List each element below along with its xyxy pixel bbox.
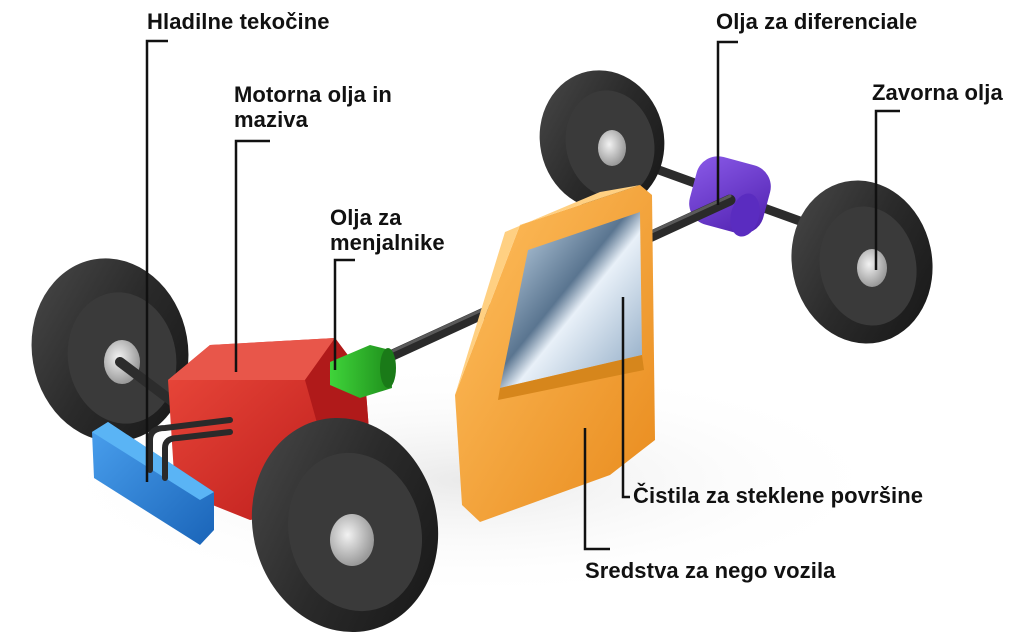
label-coolant: Hladilne tekočine [147, 9, 330, 34]
label-engine-oils: Motorna olja in maziva [234, 82, 392, 132]
car-door [455, 185, 655, 522]
label-engine-line2: maziva [234, 107, 308, 132]
leader-glass [621, 297, 630, 499]
label-differential-oils: Olja za diferenciale [716, 9, 918, 34]
leader-gearbox [333, 258, 355, 370]
leader-brake [874, 109, 900, 270]
label-gearbox-line2: menjalnike [330, 230, 445, 255]
label-glass-cleaners: Čistila za steklene površine [633, 483, 924, 508]
leader-engine [234, 139, 270, 372]
rear-right-wheel [791, 180, 933, 344]
leader-care [583, 428, 610, 551]
label-brake-oils: Zavorna olja [872, 80, 1003, 105]
label-car-care: Sredstva za nego vozila [585, 558, 836, 583]
rear-left-wheel [539, 70, 665, 210]
coolant-hoses [147, 417, 233, 481]
leader-lines [145, 39, 900, 551]
leader-coolant [145, 39, 168, 482]
label-engine-line1: Motorna olja in [234, 82, 392, 107]
leader-differential [716, 40, 738, 205]
label-gearbox-line1: Olja za [330, 205, 402, 230]
gearbox-unit [330, 345, 396, 398]
label-gearbox-oils: Olja za menjalnike [330, 205, 445, 255]
door-window [500, 212, 642, 388]
front-right-wheel [251, 417, 439, 633]
